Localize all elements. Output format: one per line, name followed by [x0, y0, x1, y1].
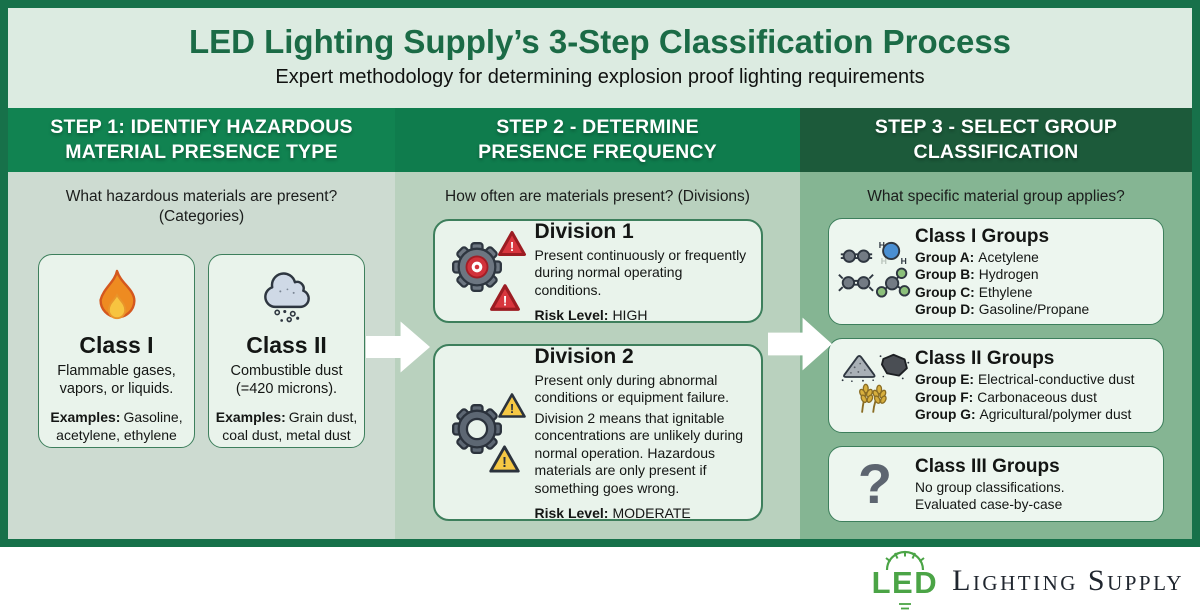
question-mark-icon: ?	[857, 452, 893, 515]
bulb-base-icon	[898, 603, 911, 610]
class-2-examples: Examples:Grain dust, coal dust, metal du…	[215, 409, 358, 443]
step1-title-line2: MATERIAL PRESENCE TYPE	[65, 141, 338, 163]
logo-wordmark: Lighting Supply	[952, 564, 1184, 597]
class1-groups-text: Class I Groups Group A:Acetylene Group B…	[915, 225, 1159, 319]
step1-header: STEP 1: IDENTIFY HAZARDOUS MATERIAL PRES…	[8, 108, 395, 172]
division-2-desc2: Division 2 means that ignitable concentr…	[534, 409, 744, 496]
step3-title-line1: STEP 3 - SELECT GROUP	[874, 116, 1118, 138]
step3-question: What specific material group applies?	[867, 188, 1125, 205]
svg-text:!: !	[509, 401, 513, 416]
step1-column: What hazardous materials are present? (C…	[8, 172, 395, 539]
step1-question: What hazardous materials are present? (C…	[65, 188, 338, 225]
class-cards: Class I Flammable gases, vapors, or liqu…	[8, 254, 395, 448]
main-frame: LED Lighting Supply’s 3-Step Classificat…	[0, 0, 1200, 547]
class-2-desc: Combustible dust (=420 microns).	[230, 363, 343, 397]
gear-alert-yellow-icon: ! !	[445, 392, 531, 474]
footer: LED Lighting Supply	[0, 547, 1200, 615]
class3-groups-text: Class III Groups No group classification…	[915, 455, 1159, 514]
svg-text:!: !	[509, 239, 513, 254]
class1-groups-title: Class I Groups	[915, 225, 1050, 247]
step2-column: How often are materials present? (Divisi…	[395, 172, 800, 539]
class-1-examples: Examples:Gasoline, acetylene, ethylene	[50, 409, 183, 443]
class2-groups-text: Class II Groups Group E:Electrical-condu…	[915, 347, 1159, 424]
page-subtitle: Expert methodology for determining explo…	[275, 66, 925, 88]
division-2-title: Division 2	[534, 344, 634, 368]
step3-header: STEP 3 - SELECT GROUP CLASSIFICATION	[800, 108, 1192, 172]
step2-title-line2: PRESENCE FREQUENCY	[478, 141, 717, 163]
class3-groups-card: ? Class III Groups No group classificati…	[828, 446, 1164, 522]
class-1-desc: Flammable gases, vapors, or liquids.	[57, 363, 176, 397]
flame-icon	[39, 268, 194, 328]
bulb-rays-icon	[885, 550, 925, 570]
class-2-card: Class II Combustible dust (=420 microns)…	[208, 254, 365, 448]
logo-led-text: LED	[871, 565, 939, 600]
gear-alert-red-icon: ! !	[445, 230, 531, 312]
division-1-text: Division 1 Present continuously or frequ…	[531, 219, 751, 324]
svg-text:H: H	[881, 256, 887, 266]
division-2-risk: Risk Level:MODERATE	[534, 505, 691, 522]
division-2-text: Division 2 Present only during abnormal …	[531, 344, 751, 522]
class-1-title: Class I	[79, 332, 154, 358]
logo-bulb: LED	[870, 550, 941, 610]
svg-text:!: !	[502, 293, 507, 309]
step2-title-line1: STEP 2 - DETERMINE	[496, 116, 699, 138]
step-header-row: STEP 1: IDENTIFY HAZARDOUS MATERIAL PRES…	[8, 108, 1192, 172]
division-2-desc: Present only during abnormal conditions …	[534, 371, 730, 406]
header: LED Lighting Supply’s 3-Step Classificat…	[8, 8, 1192, 108]
svg-text:!: !	[502, 455, 507, 471]
svg-text:H: H	[901, 256, 907, 266]
step1-title-line1: STEP 1: IDENTIFY HAZARDOUS	[50, 116, 353, 138]
step3-column: What specific material group applies? H …	[800, 172, 1192, 539]
page-title: LED Lighting Supply’s 3-Step Classificat…	[188, 23, 1012, 60]
dust-cloud-icon	[209, 268, 364, 328]
class2-groups-title: Class II Groups	[915, 348, 1055, 370]
division-1-card: ! ! Division 1 Present continuously or f…	[432, 219, 763, 324]
step3-title-line2: CLASSIFICATION	[913, 141, 1079, 163]
step2-header: STEP 2 - DETERMINE PRESENCE FREQUENCY	[395, 108, 800, 172]
dust-piles-wheat-icon	[835, 349, 915, 422]
class-1-card: Class I Flammable gases, vapors, or liqu…	[38, 254, 195, 448]
svg-text:H: H	[879, 240, 885, 250]
step2-question: How often are materials present? (Divisi…	[445, 188, 750, 205]
division-1-desc: Present continuously or frequently durin…	[534, 246, 747, 298]
class1-groups-card: H H H	[828, 218, 1164, 325]
division-1-risk: Risk Level:HIGH	[534, 307, 648, 324]
class2-groups-card: Class II Groups Group E:Electrical-condu…	[828, 338, 1164, 433]
class-2-title: Class II	[246, 332, 327, 358]
division-1-title: Division 1	[534, 219, 634, 243]
molecules-icon: H H H	[835, 236, 915, 307]
division-2-card: ! ! Division 2 Present only during abnor…	[432, 344, 763, 522]
led-lighting-supply-logo: LED Lighting Supply	[870, 550, 1184, 610]
columns: What hazardous materials are present? (C…	[8, 172, 1192, 539]
class3-groups-title: Class III Groups	[915, 455, 1060, 477]
